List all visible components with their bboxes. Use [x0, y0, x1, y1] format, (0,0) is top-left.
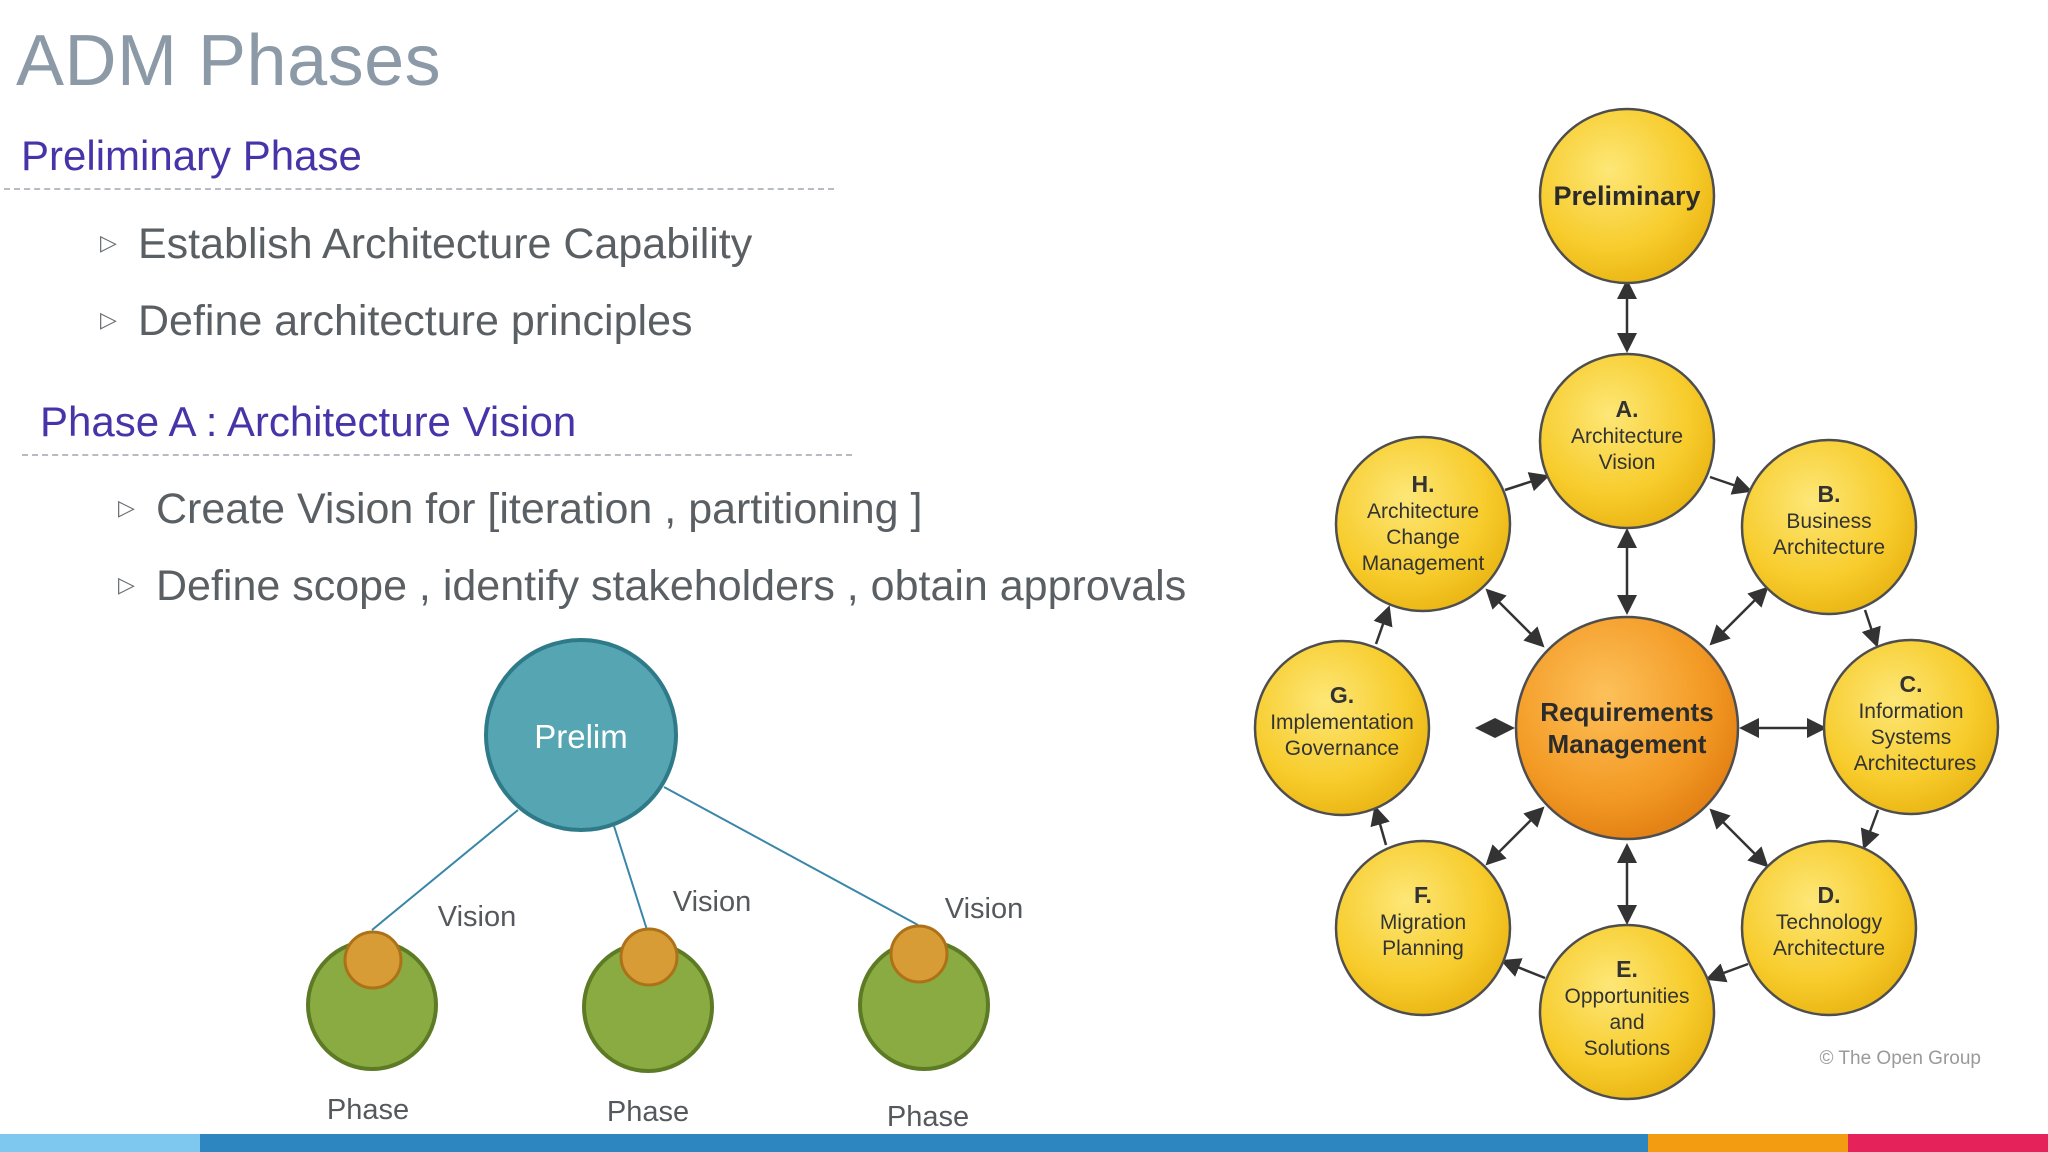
adm-arrow	[1860, 809, 1880, 850]
section-heading-preliminary: Preliminary Phase	[21, 132, 362, 179]
adm-node-e: E. Opportunities and Solutions	[1538, 923, 1716, 1101]
footer-stripe-segment	[0, 1134, 200, 1152]
section-divider	[22, 454, 852, 456]
svg-text:Architectures: Architectures	[1854, 752, 1977, 775]
footer-stripe-segment	[200, 1134, 1648, 1152]
adm-node-requirements-management: Requirements Management	[1514, 615, 1740, 841]
svg-text:F.: F.	[1414, 882, 1432, 908]
triangle-bullet-icon: ▷	[100, 230, 117, 255]
footer-stripe-segment	[1648, 1134, 1848, 1152]
svg-text:Requirements: Requirements	[1540, 697, 1713, 727]
tree-leaf-label: Phase	[887, 1101, 969, 1133]
tree-leaf-node	[582, 927, 714, 1073]
adm-arrow	[1861, 609, 1881, 648]
svg-text:C.: C.	[1900, 671, 1923, 697]
svg-text:Architecture: Architecture	[1773, 937, 1885, 960]
svg-text:Architecture: Architecture	[1773, 536, 1885, 559]
prelim-tree-diagram: Prelim Vision Vision Vision Phase Phase …	[306, 638, 1023, 1133]
bullet-item: ▷ Define scope , identify stakeholders , …	[118, 562, 1186, 611]
bullet-item: ▷ Create Vision for [iteration , partitio…	[118, 485, 922, 534]
svg-text:Preliminary: Preliminary	[1553, 181, 1700, 211]
adm-arrow	[1709, 586, 1769, 646]
svg-text:Management: Management	[1362, 552, 1485, 575]
svg-text:Architecture: Architecture	[1571, 425, 1683, 448]
tree-leaf-label: Phase	[607, 1096, 689, 1128]
adm-arrow	[1485, 806, 1545, 866]
adm-arrow	[1504, 472, 1550, 492]
slide-title: ADM Phases	[16, 21, 442, 101]
tree-edge	[371, 809, 519, 931]
svg-text:D.: D.	[1818, 882, 1841, 908]
svg-text:Business: Business	[1786, 510, 1871, 533]
section-heading-phase-a: Phase A : Architecture Vision	[40, 398, 577, 445]
svg-text:Solutions: Solutions	[1584, 1037, 1670, 1060]
adm-arrow	[1370, 805, 1390, 846]
tree-edge	[663, 786, 919, 926]
bullet-item: ▷ Establish Architecture Capability	[100, 220, 752, 269]
adm-arrow	[1709, 475, 1753, 495]
bullet-text: Define scope , identify stakeholders , o…	[156, 562, 1187, 610]
adm-node-c: C. Information Systems Architectures	[1822, 638, 2000, 816]
svg-text:H.: H.	[1412, 471, 1435, 497]
adm-cycle-diagram: Preliminary A. Architecture Vision B. Bu…	[1253, 107, 2000, 1101]
adm-node-d: D. Technology Architecture	[1740, 839, 1918, 1017]
triangle-bullet-icon: ▷	[100, 307, 117, 332]
adm-arrow	[1705, 962, 1749, 983]
adm-node-h: H. Architecture Change Management	[1334, 435, 1512, 613]
svg-text:Implementation: Implementation	[1270, 711, 1414, 734]
svg-text:G.: G.	[1330, 682, 1354, 708]
bullet-text: Define architecture principles	[138, 297, 693, 345]
svg-text:Planning: Planning	[1382, 937, 1464, 960]
triangle-bullet-icon: ▷	[118, 572, 135, 597]
bullet-text: Establish Architecture Capability	[138, 220, 753, 268]
svg-text:Architecture: Architecture	[1367, 500, 1479, 523]
svg-text:Management: Management	[1548, 729, 1707, 759]
adm-node-f: F. Migration Planning	[1334, 839, 1512, 1017]
svg-text:Governance: Governance	[1285, 737, 1399, 760]
svg-text:Information: Information	[1858, 700, 1963, 723]
tree-edge	[613, 825, 649, 934]
bullet-text: Create Vision for [iteration , partition…	[156, 485, 923, 533]
adm-node-b: B. Business Architecture	[1740, 438, 1918, 616]
copyright-text: © The Open Group	[1819, 1048, 1981, 1069]
triangle-bullet-icon: ▷	[118, 495, 135, 520]
tree-edge-label: Vision	[438, 901, 516, 933]
svg-text:A.: A.	[1616, 396, 1639, 422]
svg-text:Opportunities: Opportunities	[1565, 985, 1690, 1008]
tree-leaf-label: Phase	[327, 1094, 409, 1126]
svg-text:B.: B.	[1818, 481, 1841, 507]
section-divider	[4, 188, 834, 190]
adm-arrow	[1485, 588, 1545, 648]
svg-text:Change: Change	[1386, 526, 1460, 549]
adm-arrow	[1373, 605, 1393, 645]
svg-text:E.: E.	[1616, 956, 1638, 982]
tree-leaf-node	[306, 930, 438, 1071]
svg-text:Systems: Systems	[1871, 726, 1952, 749]
svg-text:Technology: Technology	[1776, 911, 1883, 934]
tree-leaf-node	[858, 924, 990, 1071]
tree-root-node	[484, 638, 678, 832]
svg-text:and: and	[1609, 1011, 1644, 1034]
footer-stripe-segment	[1848, 1134, 2048, 1152]
tree-root-label: Prelim	[534, 718, 628, 755]
svg-text:Vision: Vision	[1599, 451, 1656, 474]
adm-node-g: G. Implementation Governance	[1253, 639, 1431, 817]
adm-node-preliminary: Preliminary	[1538, 107, 1716, 285]
adm-arrow	[1709, 808, 1769, 868]
tree-edge-label: Vision	[945, 893, 1023, 925]
adm-node-a: A. Architecture Vision	[1538, 352, 1716, 530]
tree-edge-label: Vision	[673, 886, 751, 918]
svg-text:Migration: Migration	[1380, 911, 1466, 934]
adm-arrow	[1500, 958, 1546, 980]
bullet-item: ▷ Define architecture principles	[100, 297, 693, 346]
